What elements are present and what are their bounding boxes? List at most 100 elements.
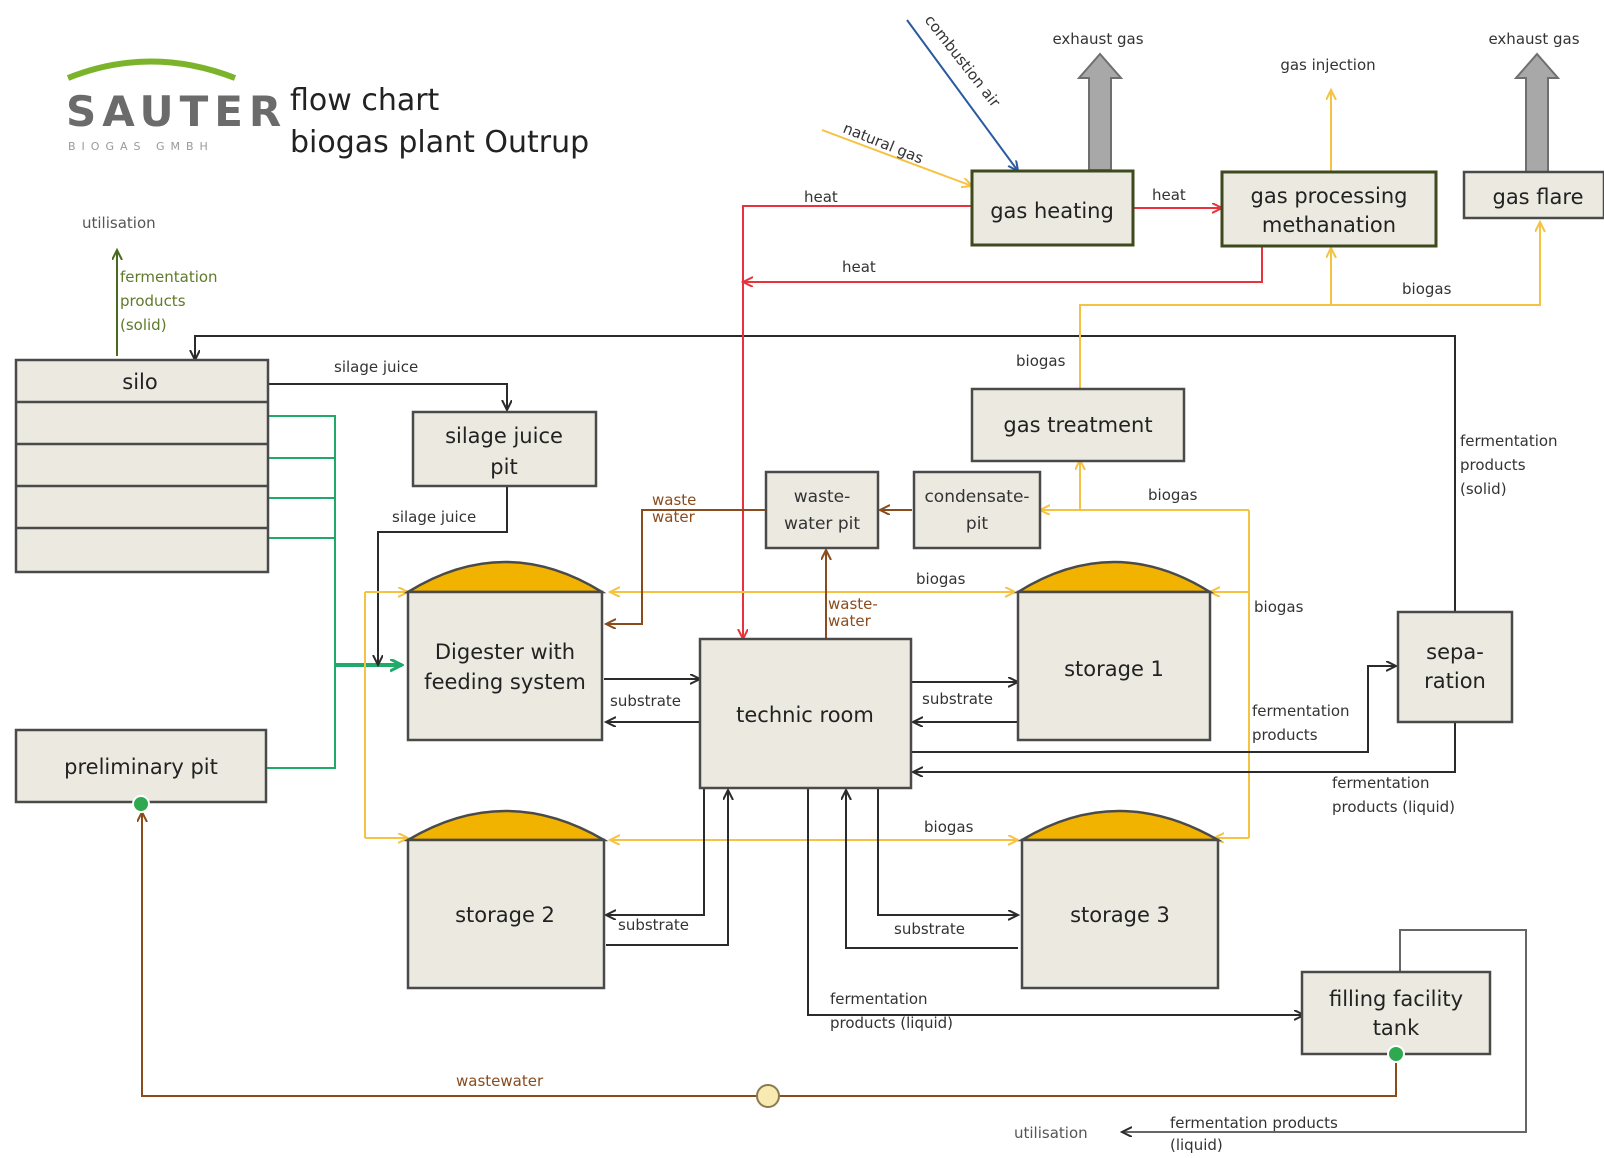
separation[interactable]: sepa- ration: [1396, 610, 1514, 724]
silage-juice-pit[interactable]: silage juice pit: [411, 410, 598, 488]
biogas-label-4: biogas: [916, 570, 966, 588]
heat-arrow-1: [743, 205, 972, 639]
digester[interactable]: Digester with feeding system: [403, 560, 607, 742]
waste-water-label-2a: waste-: [828, 595, 878, 613]
biogas-label-3: biogas: [1148, 486, 1198, 504]
heat-label-3: heat: [1152, 186, 1186, 204]
silage-juice-pit-label-1: silage juice: [445, 424, 563, 448]
exhaust-gas-arrow-2: [1513, 52, 1561, 173]
exhaust-gas-label-2: exhaust gas: [1488, 30, 1579, 48]
digester-label-1: Digester with: [435, 640, 575, 664]
substrate-storage3-out: [877, 788, 1018, 915]
natural-gas-label: natural gas: [841, 119, 927, 168]
gas-flare[interactable]: gas flare: [1462, 170, 1604, 220]
silo-fermentation-label-2: products: [120, 292, 186, 310]
gas-treatment-label: gas treatment: [1003, 413, 1152, 437]
condensate-pit[interactable]: condensate- pit: [912, 470, 1042, 550]
waste-water-label-1b: water: [652, 508, 696, 526]
pump-icon: [1387, 1045, 1405, 1063]
biogas-collector-lines: [364, 460, 1250, 840]
separation-label-2: ration: [1424, 669, 1486, 693]
page-title: flow chart: [290, 83, 440, 118]
substrate-label-3: substrate: [618, 916, 689, 934]
silo-fermentation-label-1: fermentation: [120, 268, 218, 286]
storage-1[interactable]: storage 1: [1013, 560, 1215, 742]
combustion-air-arrow: [906, 19, 1018, 171]
fermentation-liquid-label-2: products (liquid): [1332, 798, 1455, 816]
storage-3[interactable]: storage 3: [1017, 809, 1223, 990]
filling-facility-tank[interactable]: filling facility tank: [1300, 970, 1492, 1063]
gas-heating-label: gas heating: [990, 199, 1114, 223]
fermentation-liquid-label-3: fermentation: [830, 990, 928, 1008]
silo[interactable]: silo: [14, 358, 270, 574]
substrate-storage2-in: [606, 790, 728, 946]
biogas-label-6: biogas: [924, 818, 974, 836]
fermentation-to-filling: [807, 788, 1304, 1015]
pump-icon: [132, 795, 150, 813]
natural-gas-arrow: [821, 129, 972, 186]
gas-flare-label: gas flare: [1492, 185, 1583, 209]
fermentation-liquid-label-1: fermentation: [1332, 774, 1430, 792]
logo-subtitle: BIOGAS GMBH: [68, 140, 214, 153]
separation-solid-label-1: fermentation: [1460, 432, 1558, 450]
logo-swoosh: [66, 58, 237, 81]
preliminary-pit-label: preliminary pit: [64, 755, 218, 779]
gas-heating[interactable]: gas heating: [970, 169, 1135, 247]
condensate-pit-label-1: condensate-: [924, 487, 1029, 507]
silo-fermentation-label-3: (solid): [120, 316, 167, 334]
heat-label-2: heat: [842, 258, 876, 276]
page-subtitle: biogas plant Outrup: [290, 125, 589, 160]
silage-juice-pit-arrow: [378, 484, 508, 665]
separation-liquid-return: [913, 722, 1456, 772]
exhaust-gas-arrow-1: [1076, 52, 1124, 171]
filling-utilisation-label: utilisation: [1014, 1124, 1088, 1142]
gas-processing[interactable]: gas processing methanation: [1220, 170, 1438, 248]
silage-juice-label-2: silage juice: [392, 508, 476, 526]
biogas-label-5: biogas: [1254, 598, 1304, 616]
gas-treatment[interactable]: gas treatment: [970, 387, 1186, 463]
exhaust-gas-label-1: exhaust gas: [1052, 30, 1143, 48]
waste-water-label-2b: water: [828, 612, 872, 630]
valve-icon: [756, 1084, 780, 1108]
technic-room[interactable]: technic room: [698, 637, 913, 790]
logo-name: SAUTER: [66, 87, 287, 136]
fermentation-products-label-1: fermentation: [1252, 702, 1350, 720]
storage-3-label: storage 3: [1070, 903, 1170, 927]
technic-room-label: technic room: [736, 703, 874, 727]
digester-label-2: feeding system: [424, 670, 586, 694]
gas-processing-label-2: methanation: [1262, 213, 1396, 237]
substrate-label-4: substrate: [894, 920, 965, 938]
separation-label-1: sepa-: [1426, 640, 1484, 664]
silo-feed-lines: [262, 415, 402, 769]
gas-injection-label: gas injection: [1280, 56, 1375, 74]
substrate-storage2-out: [606, 788, 705, 915]
fermentation-products-label-2: products: [1252, 726, 1318, 744]
biogas-label-2: biogas: [1402, 280, 1452, 298]
separation-solid-label-2: products: [1460, 456, 1526, 474]
filling-fermentation-label-2: (liquid): [1170, 1136, 1223, 1154]
filling-facility-label-2: tank: [1373, 1016, 1420, 1040]
silo-label: silo: [122, 370, 157, 394]
sauter-logo: SAUTER BIOGAS GMBH: [66, 58, 287, 153]
silage-juice-pit-label-2: pit: [490, 455, 517, 479]
filling-utilisation-arrow: [1122, 929, 1527, 1132]
silage-juice-label-1: silage juice: [334, 358, 418, 376]
heat-label-1: heat: [804, 188, 838, 206]
filling-fermentation-label-1: fermentation products: [1170, 1114, 1338, 1132]
gas-processing-label-1: gas processing: [1251, 184, 1408, 208]
substrate-label-2: substrate: [922, 690, 993, 708]
fermentation-to-separation: [911, 666, 1396, 753]
biogas-label-1: biogas: [1016, 352, 1066, 370]
wastewater-pit-label-2: water pit: [784, 514, 860, 534]
storage-2[interactable]: storage 2: [403, 809, 609, 990]
wastewater-pit[interactable]: waste- water pit: [764, 470, 880, 550]
separation-solid-label-3: (solid): [1460, 480, 1507, 498]
preliminary-pit[interactable]: preliminary pit: [14, 728, 268, 813]
substrate-label-1: substrate: [610, 692, 681, 710]
heat-arrow-2: [743, 244, 1263, 282]
condensate-pit-label-2: pit: [966, 514, 989, 534]
silage-juice-arrow: [262, 383, 507, 410]
filling-facility-label-1: filling facility: [1329, 987, 1463, 1011]
storage-2-label: storage 2: [455, 903, 555, 927]
